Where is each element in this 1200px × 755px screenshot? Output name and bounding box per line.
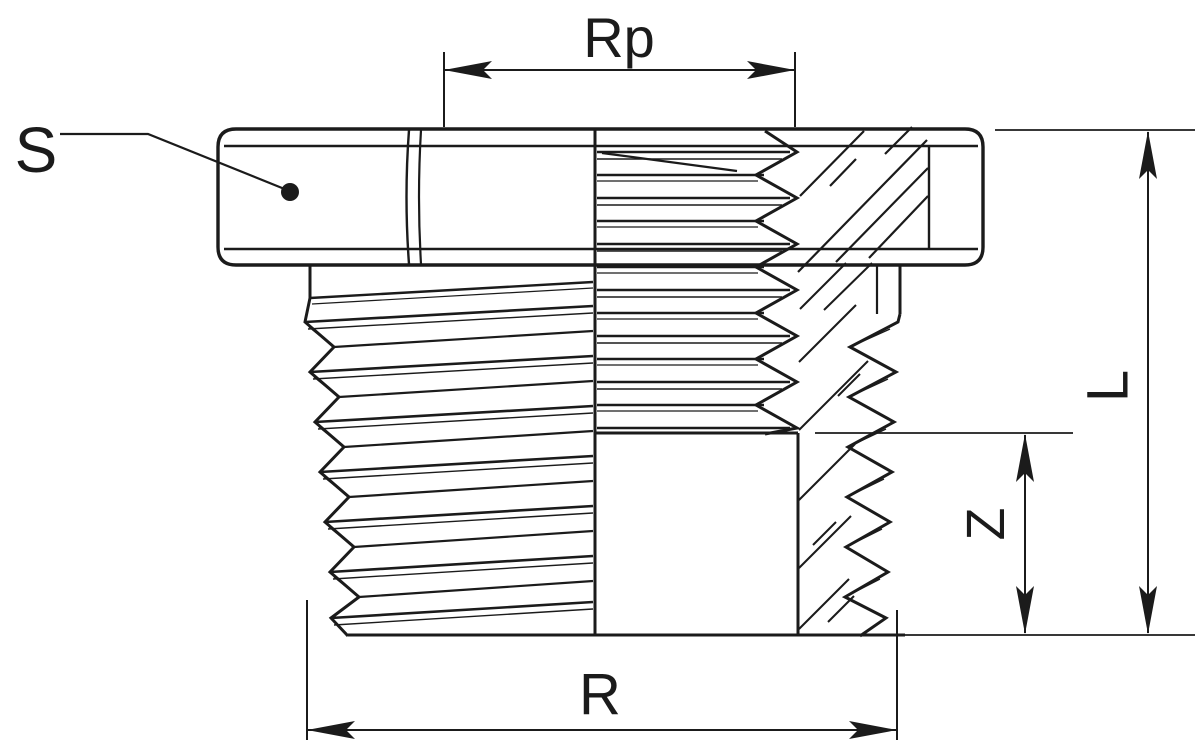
dimension-rp: Rp xyxy=(443,6,796,127)
l-arrow-top xyxy=(1139,131,1157,179)
bore-and-centerline xyxy=(593,130,800,635)
label-s: S xyxy=(15,114,58,186)
male-thread-left-tooth-echo xyxy=(308,326,360,598)
s-leader-line xyxy=(60,132,288,192)
female-thread-runout-line xyxy=(601,151,738,173)
label-z: Z xyxy=(956,508,1016,541)
female-thread-crest-lines xyxy=(597,150,790,430)
female-thread-root-lines xyxy=(597,173,764,412)
wall-hatching xyxy=(798,262,873,630)
dimension-l: L xyxy=(995,129,1195,634)
label-rp: Rp xyxy=(583,6,655,69)
male-thread-left-root-lines xyxy=(333,329,594,599)
r-arrow-left xyxy=(307,721,355,739)
male-thread-left-profile xyxy=(303,265,362,638)
male-thread-left xyxy=(303,265,594,638)
hex-hatching xyxy=(797,126,929,273)
male-thread-left-crest-lines xyxy=(304,280,594,626)
dimension-r: R xyxy=(306,600,898,740)
z-arrow-top xyxy=(1016,434,1034,482)
callout-s: S xyxy=(15,114,299,201)
s-leader-dot xyxy=(281,183,299,201)
z-arrow-bottom xyxy=(1016,586,1034,634)
label-r: R xyxy=(579,662,621,727)
female-thread-rp xyxy=(597,129,802,436)
l-arrow-bottom xyxy=(1139,586,1157,634)
label-l: L xyxy=(1075,370,1140,402)
male-thread-right-section xyxy=(798,262,902,638)
hex-head-outline xyxy=(216,127,985,267)
hex-head xyxy=(216,126,985,273)
female-thread-crest-zigzag xyxy=(752,129,802,436)
dimension-z: Z xyxy=(815,432,1073,634)
rp-arrow-left xyxy=(444,61,492,79)
male-thread-right-profile xyxy=(841,313,902,638)
rp-arrow-right xyxy=(747,61,795,79)
male-thread-right-tooth-echo xyxy=(844,328,891,598)
r-arrow-right xyxy=(849,721,897,739)
